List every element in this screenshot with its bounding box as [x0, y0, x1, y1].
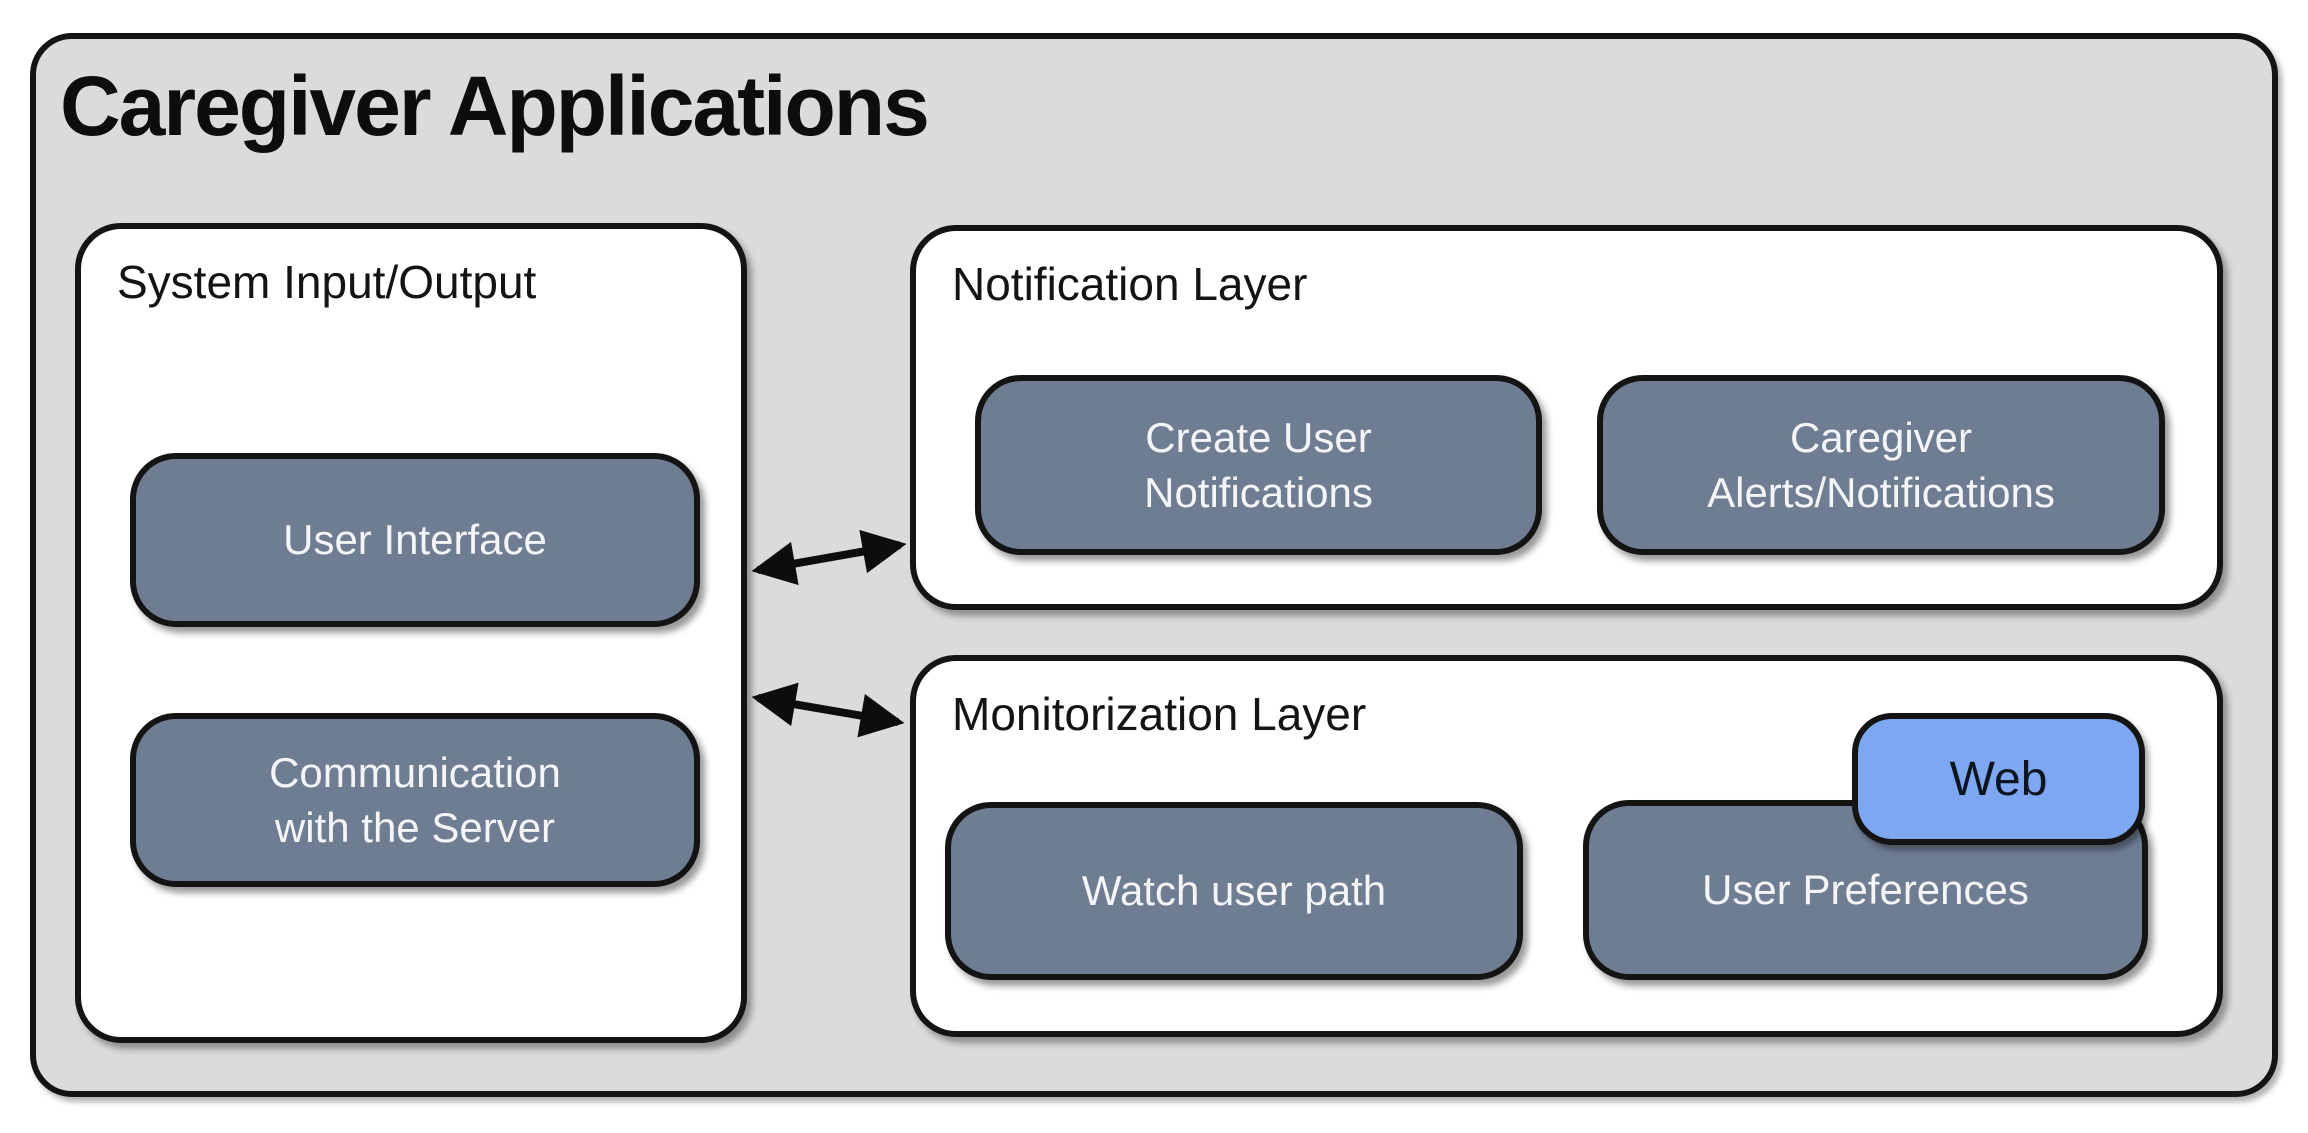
web-badge-label: Web — [1949, 752, 2048, 806]
communication-with-server-label: Communication with the Server — [269, 748, 561, 851]
diagram-title: Caregiver Applications — [60, 59, 930, 153]
user-preferences-label: User Preferences — [1702, 866, 2029, 914]
user-interface-label: User Interface — [283, 516, 547, 564]
caregiver-alerts-notifications-node: Caregiver Alerts/Notifications — [1597, 375, 2165, 555]
web-badge: Web — [1852, 713, 2145, 845]
user-interface-node: User Interface — [130, 453, 700, 627]
communication-with-server-node: Communication with the Server — [130, 713, 700, 887]
create-user-notifications-node: Create User Notifications — [975, 375, 1542, 555]
system-input-output-label: System Input/Output — [117, 256, 537, 308]
system-input-output-panel: System Input/Output — [75, 223, 747, 1043]
watch-user-path-label: Watch user path — [1081, 867, 1387, 915]
create-user-notifications-label: Create User Notifications — [1144, 413, 1373, 516]
notification-layer-label: Notification Layer — [952, 258, 1308, 310]
monitorization-layer-label: Monitorization Layer — [952, 688, 1367, 740]
caregiver-alerts-notifications-label: Caregiver Alerts/Notifications — [1707, 413, 2055, 516]
watch-user-path-node: Watch user path — [945, 802, 1523, 980]
